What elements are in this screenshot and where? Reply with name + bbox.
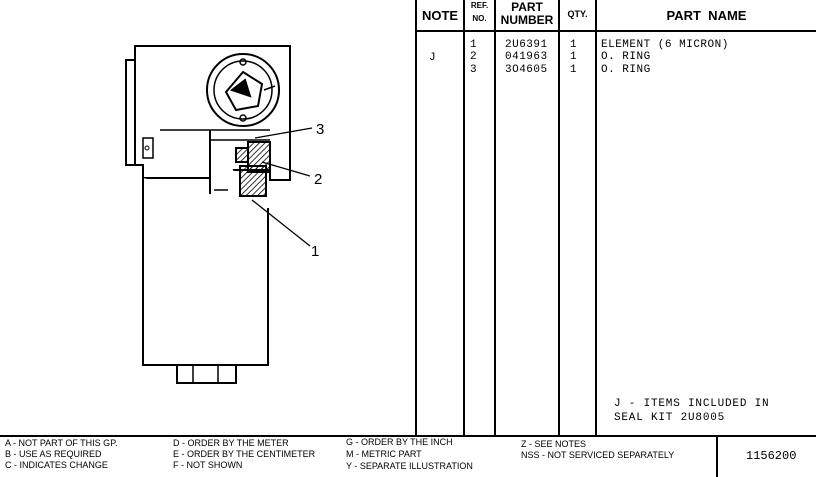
row-part-name: ELEMENT (6 MICRON): [601, 39, 729, 51]
legend-item: B - USE AS REQUIRED: [5, 449, 102, 459]
callout-3: 3: [316, 121, 324, 138]
col-divider-ref: [494, 0, 496, 436]
header-ref-no-line2: NO.: [472, 14, 487, 23]
legend-item: A - NOT PART OF THIS GP.: [5, 438, 118, 448]
legend-item: F - NOT SHOWN: [173, 460, 243, 470]
row-note: J: [429, 52, 437, 64]
legend-item: Z - SEE NOTES: [521, 439, 587, 449]
legend-item: Y - SEPARATE ILLUSTRATION: [346, 461, 473, 471]
filter-assembly-illustration: 3 2 1: [125, 45, 324, 384]
page-number: 1156200: [746, 449, 797, 463]
page-number-divider: [716, 436, 718, 477]
kit-note-line1: J - ITEMS INCLUDED IN: [614, 398, 770, 410]
legend-item: E - ORDER BY THE CENTIMETER: [173, 449, 316, 459]
header-note: NOTE: [421, 8, 459, 23]
row-ref: 3: [470, 64, 478, 76]
callout-2: 2: [314, 171, 322, 188]
row-qty: 1: [570, 39, 578, 51]
col-divider-qty: [595, 0, 597, 436]
row-part-name: O. RING: [601, 64, 651, 76]
footer-top-rule: [0, 435, 816, 437]
row-qty: 1: [570, 64, 578, 76]
header-qty: QTY.: [567, 9, 588, 19]
col-divider-partnum: [558, 0, 560, 436]
header-part-name: PART NAME: [666, 8, 747, 23]
row-part-number: 041963: [505, 51, 548, 63]
row-part-number: 2U6391: [505, 39, 548, 51]
row-part-name: O. RING: [601, 51, 651, 63]
row-ref: 1: [470, 39, 478, 51]
row-part-number: 3O4605: [505, 64, 548, 76]
kit-note-line2: SEAL KIT 2U8005: [614, 412, 726, 424]
legend-item: G - ORDER BY THE INCH: [346, 437, 453, 447]
header-bottom-rule: [415, 30, 816, 32]
header-ref-no-line1: REF.: [470, 1, 489, 10]
callout-1: 1: [311, 243, 319, 260]
legend-item: C - INDICATES CHANGE: [5, 460, 108, 470]
col-divider-note: [463, 0, 465, 436]
row-ref: 2: [470, 51, 478, 63]
legend-item: M - METRIC PART: [346, 449, 422, 459]
row-qty: 1: [570, 51, 578, 63]
legend-item: NSS - NOT SERVICED SEPARATELY: [521, 450, 675, 460]
header-part-number-line2: NUMBER: [500, 13, 554, 27]
table-left-border: [415, 0, 417, 436]
legend-item: D - ORDER BY THE METER: [173, 438, 289, 448]
header-part-number-line1: PART: [511, 0, 543, 14]
